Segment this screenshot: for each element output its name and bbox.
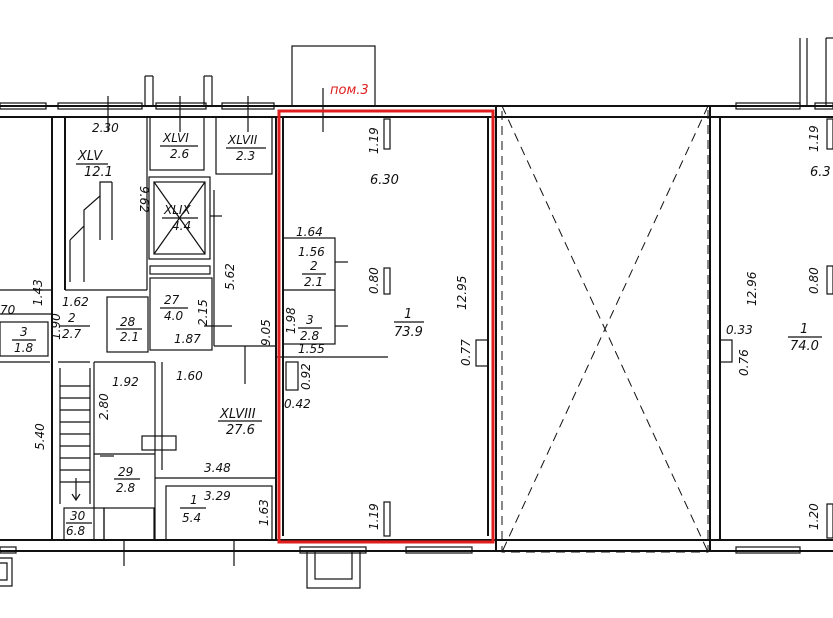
dimension: 1.19 (807, 125, 821, 152)
dimension: 0.80 (367, 267, 381, 294)
dimension: 12.96 (745, 271, 759, 306)
room-name: 27 (164, 293, 180, 307)
room-area: 1.8 (14, 341, 33, 355)
dimension: 0.80 (807, 267, 821, 294)
dimension: 0.42 (284, 397, 311, 411)
room-area: 4.0 (164, 309, 183, 323)
room-name: 29 (118, 465, 133, 479)
dimension: 0.33 (726, 323, 753, 337)
dimension: 0.77 (459, 339, 473, 366)
dimension: 5.40 (33, 423, 47, 450)
dimension: 1.63 (257, 499, 271, 526)
dimension: 6.3 (810, 165, 831, 180)
room-name: XLVI (162, 131, 189, 145)
room-name: 3 (306, 313, 314, 327)
open-courtyard (501, 105, 709, 553)
room-name: XLV (77, 149, 103, 164)
dimension-labels: 2.30 9.62 5.62 1.43 1.62 70 1.90 2.15 1.… (0, 121, 831, 530)
dimension: 1.20 (807, 503, 821, 530)
dimension: 6.30 (370, 173, 399, 188)
room-name: 2 (68, 311, 76, 325)
dimension: 1.19 (367, 503, 381, 530)
dimension: 3.48 (204, 461, 231, 475)
dimension: 70 (0, 303, 16, 317)
dimension: 1.92 (112, 375, 139, 389)
room-labels: XLV 12.1 XLVI 2.6 XLVII 2.3 XLIX 4.4 XLV… (12, 131, 822, 538)
room-name: 3 (20, 325, 28, 339)
room-area: 27.6 (226, 423, 255, 438)
room-area: 74.0 (790, 339, 819, 354)
dimension: 2.15 (196, 299, 210, 326)
room-area: 73.9 (394, 325, 423, 340)
dimension: 5.62 (223, 263, 237, 290)
dimension: 2.80 (97, 393, 111, 420)
room-area: 2.3 (236, 149, 255, 163)
room-area: 2.8 (116, 481, 135, 495)
room-area: 6.8 (66, 524, 85, 538)
dimension: 12.95 (455, 276, 469, 310)
dimension: 2.30 (92, 121, 119, 135)
room-name: XLIX (163, 203, 191, 217)
room-name: XLVIII (219, 407, 256, 422)
dimension: 3.29 (204, 489, 231, 503)
dimension: 1.87 (174, 332, 201, 346)
dimension: 1.62 (62, 295, 89, 309)
room-name: 2 (310, 259, 318, 273)
dimension: 0.76 (737, 349, 751, 376)
projections (0, 37, 833, 589)
dimension: 1.19 (367, 127, 381, 154)
room-area: 2.6 (170, 147, 189, 161)
dimension: 9.62 (137, 186, 151, 213)
dimension: 1.55 (298, 342, 325, 356)
room-area: 2.8 (300, 329, 319, 343)
dimension: 1.98 (284, 307, 298, 334)
room-name: 1 (800, 322, 808, 337)
room-area: 4.4 (172, 219, 191, 233)
premise-3-label: пом.3 (330, 83, 369, 98)
stairs (60, 181, 113, 502)
room-name: 1 (404, 307, 412, 322)
dimension: 1.56 (298, 245, 325, 259)
dimension: 0.92 (299, 363, 313, 390)
dimension: 1.90 (49, 313, 63, 340)
room-name: 1 (190, 493, 198, 507)
dimension-ticks (100, 96, 249, 566)
dimension: 1.43 (31, 279, 45, 306)
room-area: 5.4 (182, 511, 201, 525)
dimension: 9.05 (259, 319, 273, 346)
dimension: 1.64 (296, 225, 323, 239)
room-area: 2.7 (62, 327, 81, 341)
room-area: 2.1 (304, 275, 323, 289)
room-area: 12.1 (84, 165, 113, 180)
room-name: 28 (120, 315, 136, 329)
dimension: 1.60 (176, 369, 203, 383)
room-name: 30 (70, 509, 86, 523)
right-premise-walls (709, 106, 833, 551)
room-name: XLVII (227, 133, 258, 147)
premise-3-walls (276, 88, 497, 551)
left-block-walls (0, 116, 277, 541)
room-area: 2.1 (120, 330, 139, 344)
premise-3-highlight[interactable] (277, 109, 495, 544)
